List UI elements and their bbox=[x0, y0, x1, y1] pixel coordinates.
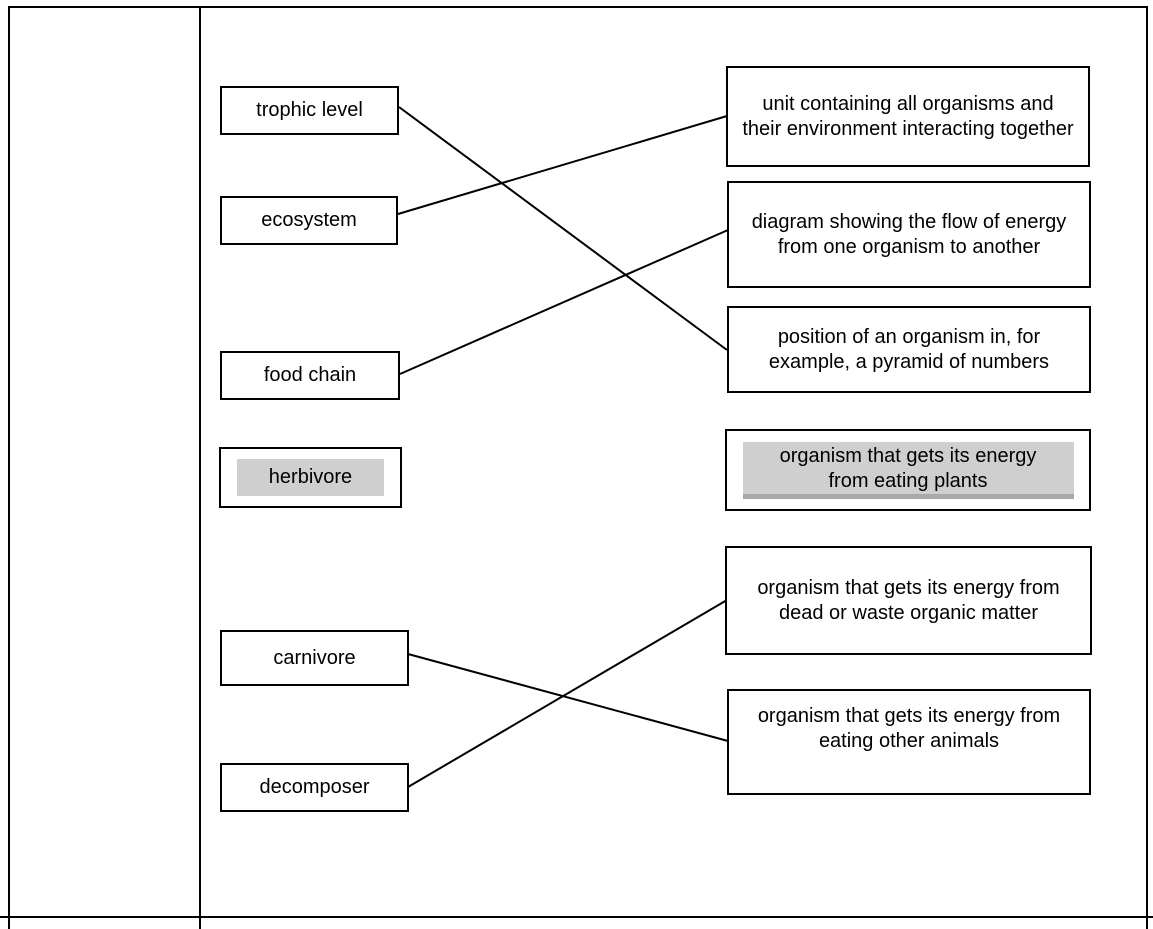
table-column-divider bbox=[199, 6, 201, 929]
term-box-carnivore: carnivore bbox=[220, 630, 409, 686]
definition-highlight: organism that gets its energy from eatin… bbox=[742, 441, 1074, 499]
line-food-chain bbox=[399, 229, 729, 375]
definition-text: organism that gets its energy from eatin… bbox=[779, 445, 1037, 492]
term-label: herbivore bbox=[268, 466, 353, 488]
term-box-herbivore: herbivore bbox=[219, 447, 402, 508]
term-box-ecosystem: ecosystem bbox=[220, 196, 398, 245]
line-carnivore bbox=[407, 653, 729, 742]
definition-box-food-chain: diagram showing the flow of energy from … bbox=[727, 181, 1091, 288]
term-label: carnivore bbox=[273, 646, 356, 669]
definition-text: diagram showing the flow of energy from … bbox=[751, 210, 1067, 258]
definition-text: unit containing all organisms and their … bbox=[742, 92, 1074, 140]
line-decomposer bbox=[407, 599, 728, 788]
definition-box-decomposer: organism that gets its energy from dead … bbox=[725, 546, 1092, 655]
definition-box-trophic-level: position of an organism in, for example,… bbox=[727, 306, 1091, 393]
term-box-food-chain: food chain bbox=[220, 351, 400, 400]
table-border-top bbox=[8, 6, 1148, 8]
term-label: decomposer bbox=[259, 776, 370, 798]
definition-box-herbivore: organism that gets its energy from eatin… bbox=[725, 429, 1091, 511]
definition-text: position of an organism in, for example,… bbox=[768, 325, 1050, 373]
term-label: trophic level bbox=[256, 99, 363, 121]
term-box-trophic-level: trophic level bbox=[220, 86, 399, 135]
definition-text: organism that gets its energy from eatin… bbox=[757, 705, 1061, 752]
line-ecosystem bbox=[397, 115, 728, 215]
term-label: ecosystem bbox=[261, 209, 357, 231]
term-box-decomposer: decomposer bbox=[220, 763, 409, 812]
definition-box-ecosystem: unit containing all organisms and their … bbox=[726, 66, 1090, 167]
table-border-right bbox=[1146, 6, 1148, 929]
herbivore-highlight: herbivore bbox=[237, 459, 384, 496]
definition-text: organism that gets its energy from dead … bbox=[757, 576, 1060, 624]
table-border-left bbox=[8, 6, 10, 929]
term-label: food chain bbox=[263, 364, 357, 386]
definition-box-carnivore: organism that gets its energy from eatin… bbox=[727, 689, 1091, 795]
line-trophic-level bbox=[398, 106, 728, 351]
table-border-bottom bbox=[0, 916, 1153, 918]
